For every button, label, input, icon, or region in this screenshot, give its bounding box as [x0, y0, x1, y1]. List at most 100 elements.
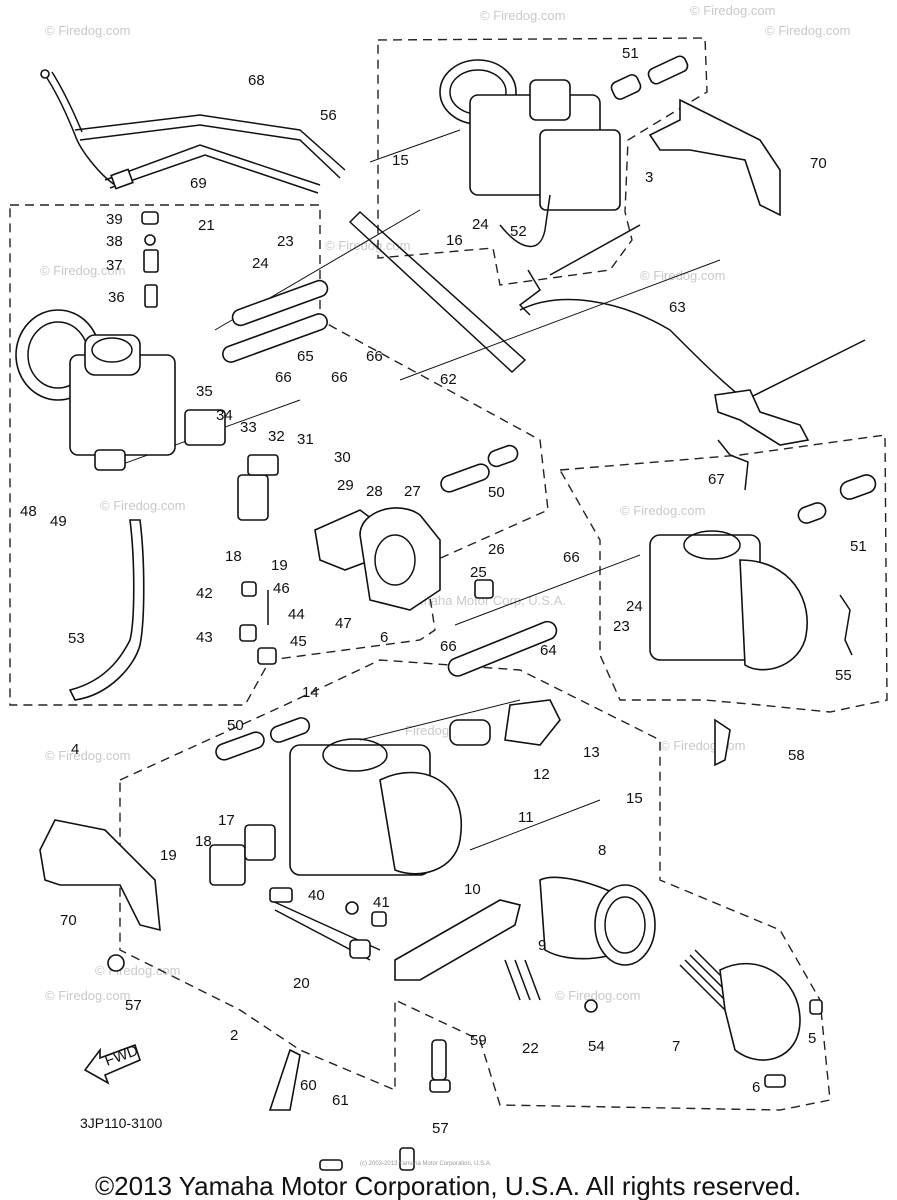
callout-label: 54 [588, 1038, 605, 1055]
watermark-text: Yamaha Motor Corp, U.S.A. [405, 593, 566, 608]
callout-label: 64 [540, 642, 557, 659]
callout-label: 34 [216, 407, 233, 424]
callout-label: 61 [332, 1092, 349, 1109]
callout-label: 38 [106, 233, 123, 250]
callout-label: 10 [464, 881, 481, 898]
watermark-text: © Firedog.com [640, 268, 725, 283]
callout-label: 59 [470, 1032, 487, 1049]
callout-label: 16 [446, 232, 463, 249]
callout-label: 18 [195, 833, 212, 850]
callout-label: 28 [366, 483, 383, 500]
watermark-text: © Firedog.com [325, 238, 410, 253]
callout-label: 57 [125, 997, 142, 1014]
callout-label: 30 [334, 449, 351, 466]
boundary-assembly-3 [377, 37, 708, 286]
carburetor-assembly-4 [15, 211, 176, 701]
callout-label: 8 [598, 842, 606, 859]
carburetor-assembly-3 [439, 55, 689, 248]
callout-label: 21 [198, 217, 215, 234]
throttle-cable-63 [518, 224, 866, 446]
callout-label: 13 [583, 744, 600, 761]
callout-label: 12 [533, 766, 550, 783]
callout-label: 69 [190, 175, 207, 192]
callout-label: 26 [488, 541, 505, 558]
watermark-text: © Firedog.com [765, 23, 850, 38]
callout-label: 62 [440, 371, 457, 388]
watermark-text: © Firedog.com [555, 988, 640, 1003]
callout-label: 36 [108, 289, 125, 306]
callout-label: 68 [248, 72, 265, 89]
watermark-text: © Firedog.com [45, 23, 130, 38]
callout-label: 31 [297, 431, 314, 448]
spring-7-cover [679, 949, 801, 1061]
callout-label: 65 [297, 348, 314, 365]
callout-label: 2 [230, 1027, 238, 1044]
callout-label: 51 [622, 45, 639, 62]
callout-label: 22 [522, 1040, 539, 1057]
callout-label: 42 [196, 585, 213, 602]
piston-valve-9 [539, 876, 656, 966]
callout-label: 48 [20, 503, 37, 520]
watermark-text: © Firedog.com [45, 988, 130, 1003]
bracket-70-bottom [39, 819, 161, 932]
small-copyright-notice: (c) 2003-2013 Yamaha Motor Corporation, … [360, 1161, 492, 1167]
callout-label: 66 [331, 369, 348, 386]
forward-direction-arrow: FWD [83, 1042, 141, 1085]
callout-label: 35 [196, 383, 213, 400]
callout-label: 15 [392, 152, 409, 169]
callout-label: 5 [808, 1030, 816, 1047]
boundary-assembly-1 [558, 434, 888, 713]
callout-label: 29 [337, 477, 354, 494]
callout-label: 46 [273, 580, 290, 597]
watermark-text: © Firedog.com [45, 748, 130, 763]
watermark-text: © Firedog.com [40, 263, 125, 278]
callout-label: 50 [227, 717, 244, 734]
carburetor-assembly-2 [215, 699, 561, 876]
callout-label: 50 [488, 484, 505, 501]
watermark-text: © Firedog.com [620, 503, 705, 518]
callout-label: 25 [470, 564, 487, 581]
callout-label: 24 [626, 598, 643, 615]
vacuum-hoses-68-69 [40, 69, 346, 194]
callout-label: 9 [538, 937, 546, 954]
callout-label: 49 [50, 513, 67, 530]
hose-64 [447, 620, 558, 677]
hoses-65 [222, 279, 329, 363]
callout-label: 15 [626, 790, 643, 807]
callout-label: 52 [510, 223, 527, 240]
callout-label: 37 [106, 257, 123, 274]
callout-label: 6 [752, 1079, 760, 1096]
watermark-text: © Firedog.com [660, 738, 745, 753]
callout-label: 44 [288, 606, 305, 623]
diagram-code: 3JP110-3100 [80, 1115, 162, 1131]
callout-label: 14 [302, 684, 319, 701]
callout-label: 58 [788, 747, 805, 764]
callout-label: 27 [404, 483, 421, 500]
callout-label: 41 [373, 894, 390, 911]
callout-label: 56 [320, 107, 337, 124]
boundary-assembly-4 [9, 204, 549, 706]
lower-small-parts [107, 718, 823, 1171]
callout-label: 40 [308, 887, 325, 904]
callout-label: 70 [60, 912, 77, 929]
copyright-footer: ©2013 Yamaha Motor Corporation, U.S.A. A… [95, 1171, 801, 1200]
callout-label: 7 [672, 1038, 680, 1055]
callout-label: 24 [252, 255, 269, 272]
callout-label: 19 [271, 557, 288, 574]
callout-label: 51 [850, 538, 867, 555]
callout-label: 11 [518, 809, 534, 826]
callout-label: 20 [293, 975, 310, 992]
assembly-4-small-parts [184, 409, 519, 665]
assembly-boundaries [9, 37, 888, 1111]
callout-label: 66 [366, 348, 383, 365]
callout-label: 23 [613, 618, 630, 635]
carburetor-assembly-1 [649, 439, 877, 671]
callout-label: 60 [300, 1077, 317, 1094]
callout-label: 55 [835, 667, 852, 684]
callout-label: 66 [275, 369, 292, 386]
callout-label: 66 [563, 549, 580, 566]
bracket-70-top [648, 98, 781, 217]
callout-label: 24 [472, 216, 489, 233]
boundary-assembly-2 [119, 659, 831, 1111]
